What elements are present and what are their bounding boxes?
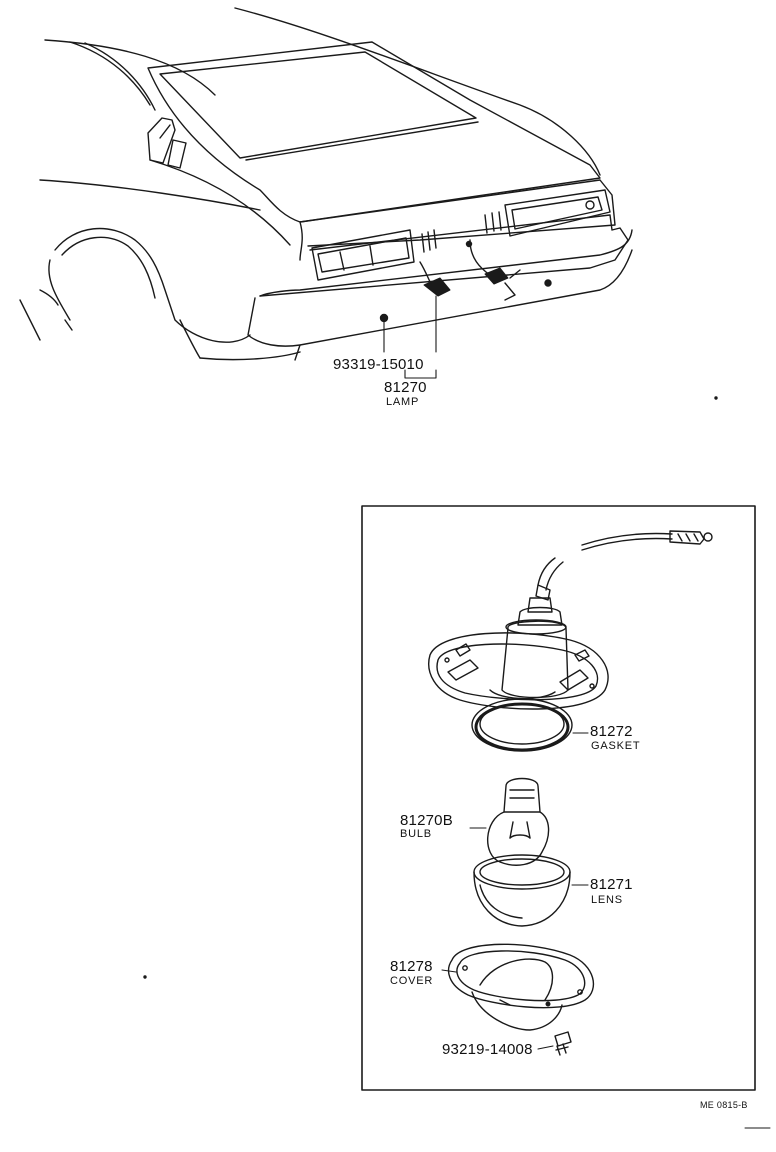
gasket-name: GASKET (591, 740, 641, 752)
bulb-illustration (469, 777, 550, 866)
cover-name: COVER (390, 975, 434, 987)
cover-part-number: 81278 (390, 958, 433, 975)
lens-illustration (473, 854, 589, 927)
lens-part-number: 81271 (590, 876, 633, 893)
lamp-wire-illustration (535, 530, 713, 601)
detail-view-frame (361, 505, 756, 1091)
car-rear-illustration (19, 7, 633, 379)
bulb-name: BULB (400, 828, 432, 840)
gasket-part-number: 81272 (590, 723, 633, 740)
gasket-illustration (471, 698, 589, 752)
lens-name: LENS (591, 894, 623, 906)
screw-part-number: 93219-14008 (442, 1041, 533, 1058)
fastener-part-number: 93319-15010 (333, 356, 424, 373)
lamp-part-number: 81270 (384, 379, 427, 396)
screw-illustration (537, 1031, 572, 1056)
bulb-part-number: 81270B (400, 812, 453, 829)
lamp-socket-housing-illustration (428, 597, 609, 710)
lamp-name: LAMP (386, 396, 420, 408)
cover-illustration (441, 943, 595, 1031)
figure-code: ME 0815-B (700, 1100, 748, 1110)
